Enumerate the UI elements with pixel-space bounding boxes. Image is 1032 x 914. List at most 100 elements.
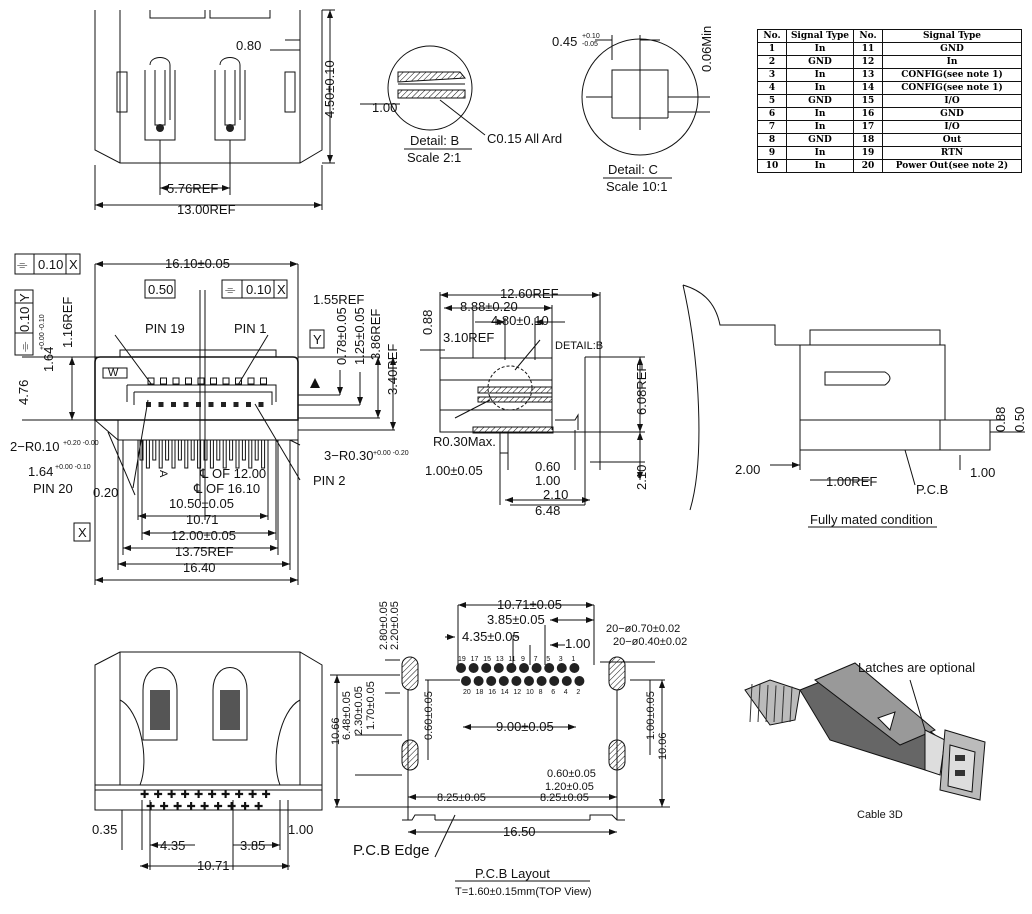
dim-label: 0.50 [1012, 407, 1027, 432]
tolerance: +0.00 -0.10 [55, 464, 91, 471]
pin-mark-icon: ✚ [173, 801, 182, 813]
symmetry-icon: ⌯ [225, 282, 236, 297]
dim-label: 8.25±0.05 [437, 792, 486, 804]
dim-label: 1.64 [41, 347, 56, 372]
detail-callout: DETAIL:B [555, 340, 603, 352]
pcb-pad [506, 663, 517, 673]
pin-callout: PIN 2 [313, 473, 346, 488]
centerline-label: ℄ OF 16.10 [193, 481, 260, 496]
datum-x-box [73, 522, 91, 542]
pcb-pad [574, 676, 585, 686]
pad-number: 5 [546, 656, 550, 663]
dim-label: 16.40 [183, 560, 216, 575]
pad-number: 19 [458, 656, 466, 663]
pin-mark-icon: ✚ [146, 801, 155, 813]
tolerance-upper: +0.10 [582, 33, 600, 40]
solder-leg [171, 440, 176, 469]
dim-label: 0.80 [236, 38, 261, 53]
layout-title: P.C.B Layout [475, 866, 550, 881]
contact-pin [247, 377, 255, 385]
solder-leg [229, 440, 234, 461]
pin-callout: PIN 20 [33, 481, 73, 496]
contact-pin [160, 377, 167, 385]
pcb-pad [461, 676, 471, 686]
contact-pin [172, 377, 180, 385]
fcf-value: 0.50 [148, 282, 173, 297]
pin-mark-icon: ✚ [221, 789, 230, 801]
datum-label: Y [313, 332, 322, 347]
solder-leg [190, 440, 195, 461]
pcb-pad [519, 663, 529, 673]
dim-label: 6.48±0.05 [341, 691, 353, 740]
solder-leg [158, 440, 163, 469]
pin-mark-icon: ✚ [248, 789, 257, 801]
solder-leg [184, 440, 189, 469]
table-cell: In [786, 159, 854, 173]
dim-label: 10.50±0.05 [169, 496, 234, 511]
front-view: ⌯ 0.10 X 0.50 ⌯ 0.10 X 0.10 Y ⌯ Y X W A … [10, 253, 409, 585]
cable-rib [749, 683, 753, 723]
pcb-pad [524, 676, 534, 686]
cable-rib [757, 684, 761, 723]
dim-label: 12.00±0.05 [171, 528, 236, 543]
dim-label: 2.20±0.05 [389, 601, 401, 650]
dim-label: 0.60±0.05 [423, 691, 435, 740]
contact-pin [260, 377, 267, 385]
centerline-label: ℄ OF 12.00 [199, 466, 266, 481]
pcb-pad [468, 663, 479, 673]
pin-mark-icon: ✚ [160, 801, 169, 813]
view-caption: Cable 3D [857, 809, 903, 821]
dim-label: 1.00 [288, 822, 313, 837]
latch-note: Latches are optional [858, 660, 975, 675]
pin-mark-icon: ✚ [194, 789, 203, 801]
pad-number: 4 [564, 689, 568, 696]
dim-label: 2.00 [735, 462, 760, 477]
solder-leg [254, 440, 259, 461]
contact-pin [222, 377, 230, 385]
dim-label: 4.35±0.05 [462, 629, 520, 644]
fcf-symmetry-x: ⌯ 0.10 X [221, 279, 288, 299]
pcb-pad [544, 663, 555, 673]
pin-mark-icon: ✚ [208, 789, 217, 801]
contact-pin [233, 402, 239, 407]
pcb-label: P.C.B [916, 482, 948, 497]
dim-label: 2.10 [543, 487, 568, 502]
pcb-pad [549, 676, 560, 686]
detail-c: 0.45 +0.10 -0.05 0.06Min Detail: C Scale… [552, 26, 714, 194]
pin-mark-icon: ✚ [187, 801, 196, 813]
pad-number: 16 [488, 689, 496, 696]
dim-label: 1.20±0.05 [545, 781, 594, 793]
pad-number: 13 [496, 656, 504, 663]
pin-mark-icon: ✚ [235, 789, 244, 801]
dim-label: 1.00 [970, 465, 995, 480]
dim-label: 1.55REF [313, 292, 364, 307]
pad-number: 14 [501, 689, 509, 696]
tolerance: +0.20 -0.00 [63, 440, 99, 447]
pad-number: 8 [539, 689, 543, 696]
pad-number: 9 [521, 656, 525, 663]
dim-label: 1.00 [372, 100, 397, 115]
contact-pin [208, 402, 214, 407]
tolerance: +0.00 -0.10 [39, 314, 46, 350]
top-view: 0.80 4.50±0.10 5.76REF 13.00REF [94, 9, 337, 217]
detail-scale: Scale 10:1 [606, 179, 667, 194]
detail-title: Detail: B [410, 133, 459, 148]
table-header-row: No. Signal Type No. Signal Type [757, 29, 1022, 43]
pad-number: 3 [559, 656, 563, 663]
pin-callout: PIN 1 [234, 321, 267, 336]
contact-pin [197, 377, 205, 385]
pad-number: 10 [526, 689, 534, 696]
solder-leg [248, 440, 253, 469]
hole-spec: 20−ø0.40±0.02 [613, 636, 687, 648]
dim-label: 4.80±0.10 [491, 313, 549, 328]
bottom-view: ✚✚✚✚✚✚✚✚✚✚✚✚✚✚✚✚✚✚✚ 0.35 4.35 3.85 1.00 … [92, 651, 323, 873]
detail-b: 1.00 C0.15 All Ard Detail: B Scale 2:1 [360, 45, 562, 165]
solder-leg [216, 440, 221, 461]
dim-label: 4.35 [160, 838, 185, 853]
pin-mark-icon: ✚ [262, 789, 271, 801]
fcf-value: 0.10 [38, 257, 63, 272]
